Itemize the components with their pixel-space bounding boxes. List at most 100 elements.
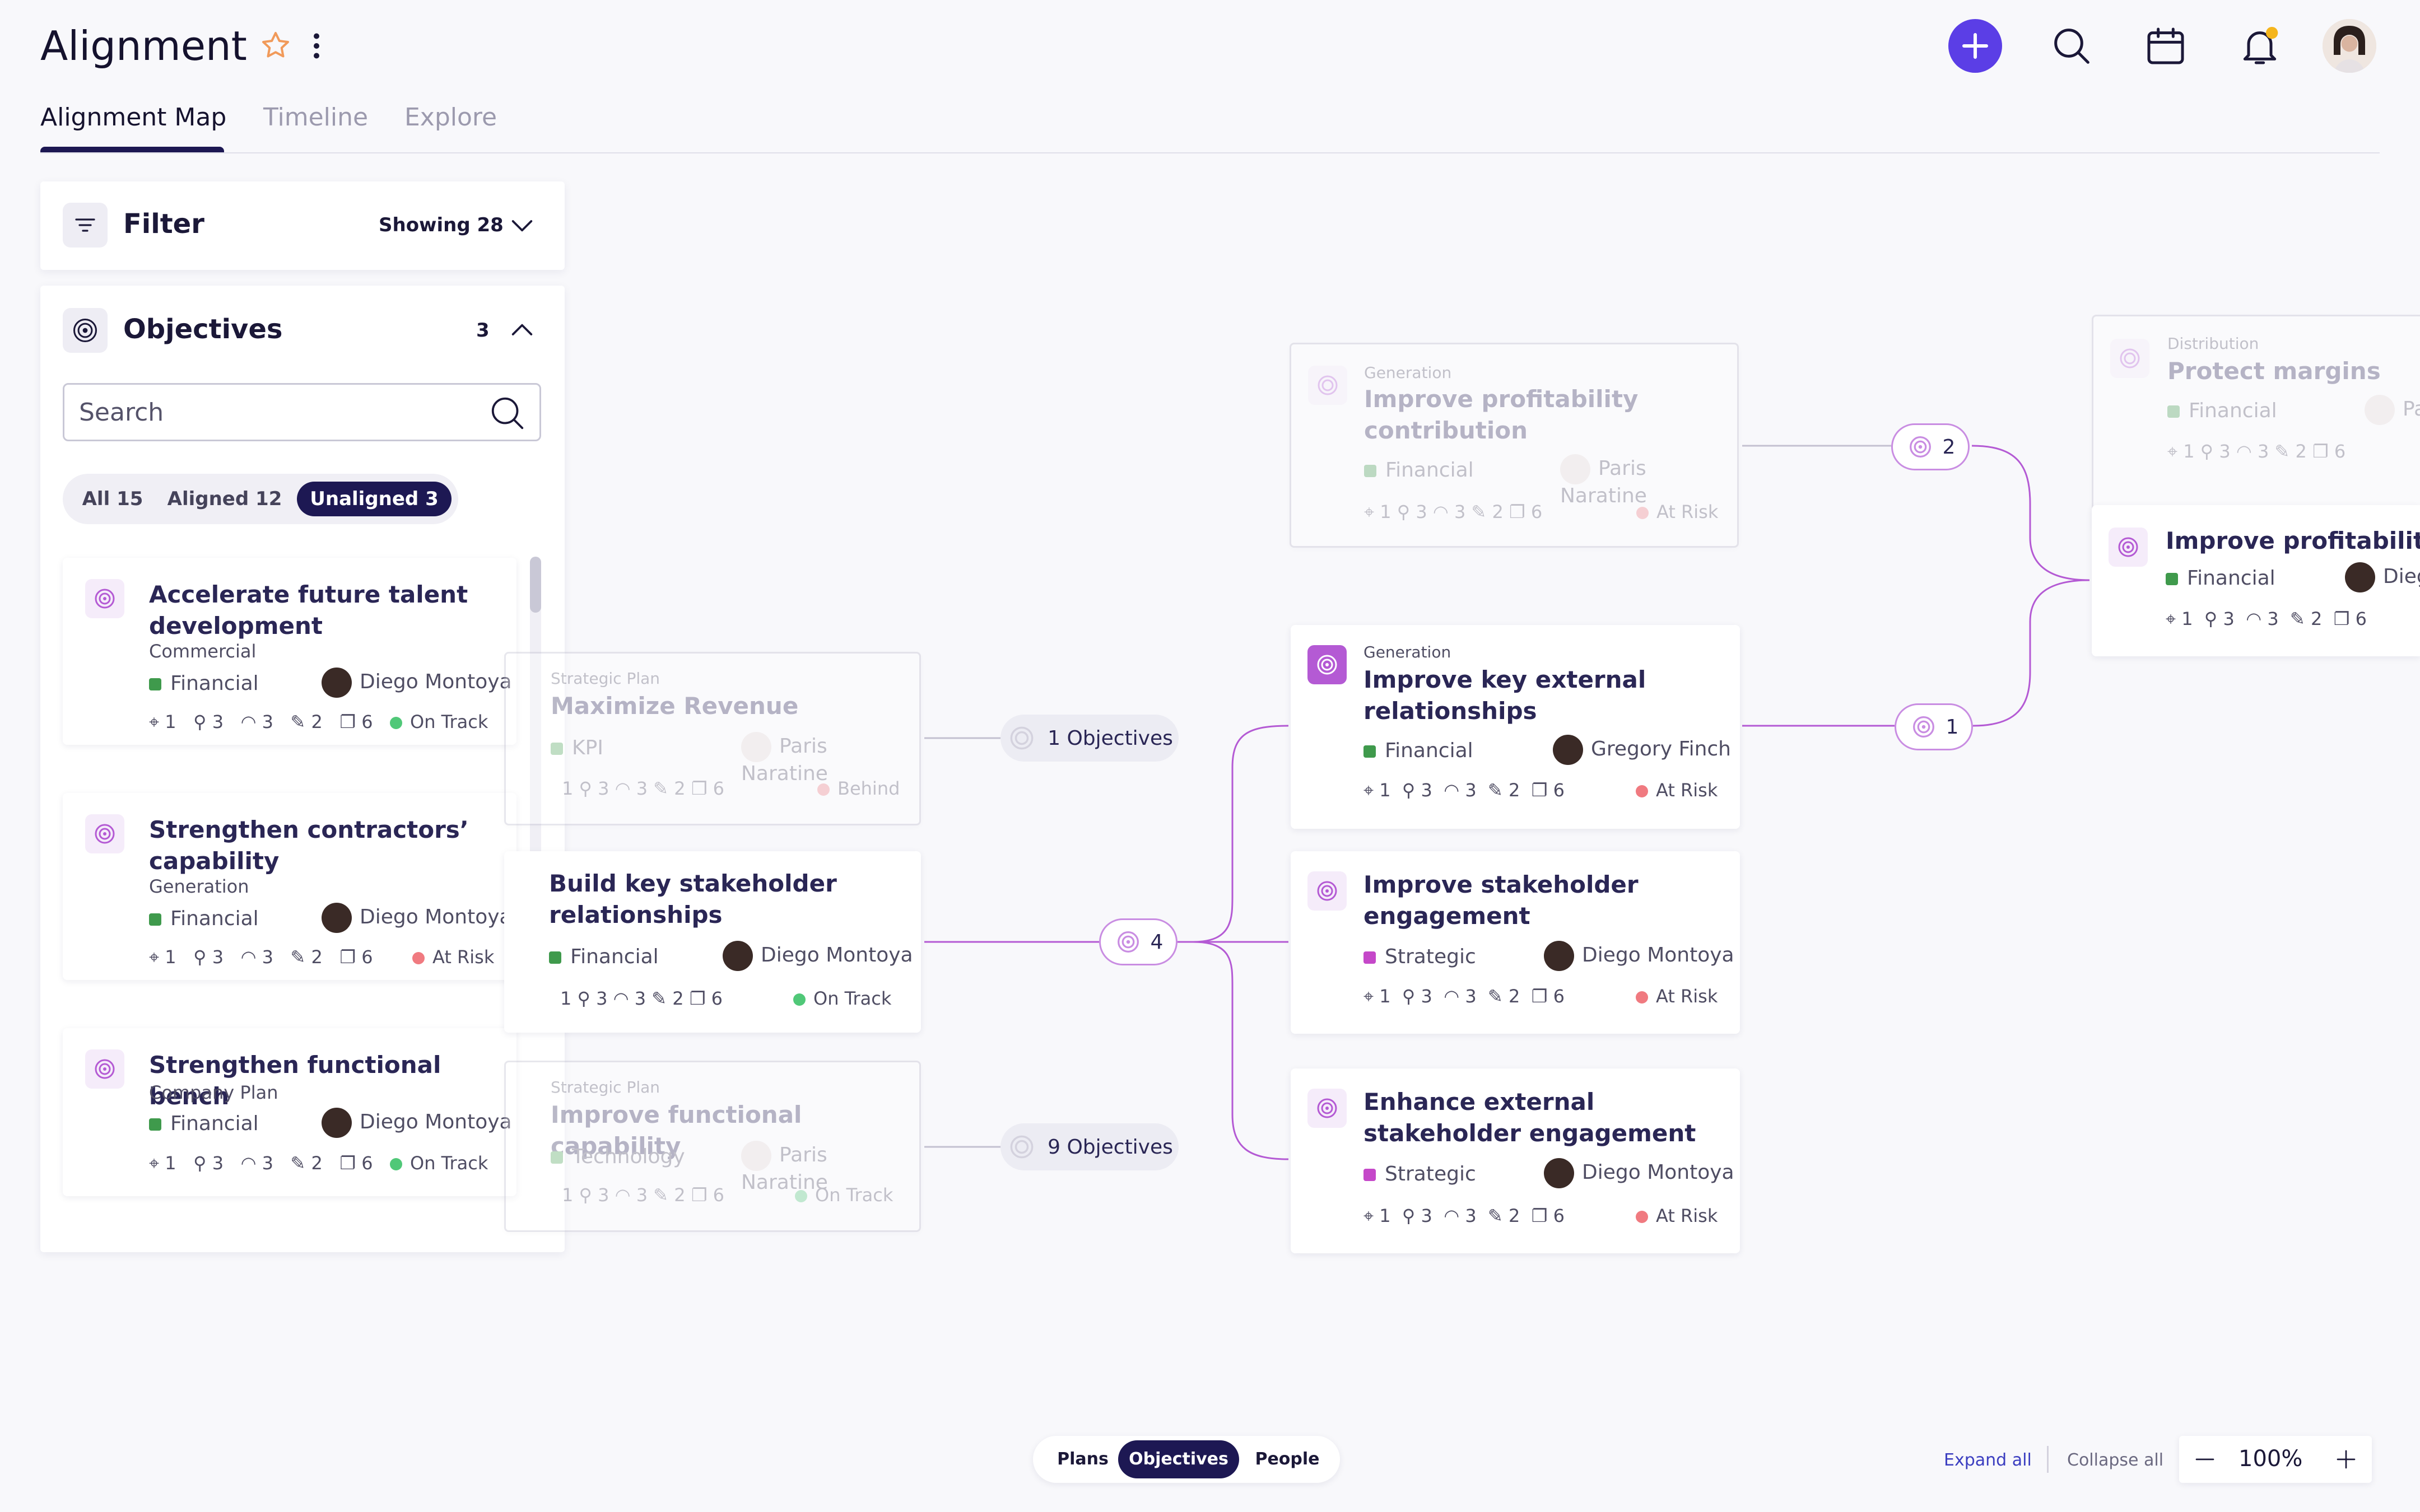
zoom-in-icon[interactable] xyxy=(2335,1448,2357,1471)
objective-title[interactable]: Accelerate future talent development xyxy=(149,581,468,640)
objective-plan: Generation xyxy=(1363,643,1451,661)
objective-title[interactable]: Improve stakeholder engagement xyxy=(1363,871,1639,930)
objective-card[interactable]: Generation Improve profitability contrib… xyxy=(1290,343,1739,548)
objective-card[interactable]: Strategic Plan Maximize Revenue KPI Pari… xyxy=(504,652,921,825)
stat-key-results: 1 xyxy=(562,1184,574,1206)
stat-progress: 3 xyxy=(1454,501,1466,522)
list-item[interactable]: Strengthen functional bench Company Plan… xyxy=(63,1028,516,1196)
page-title: Alignment xyxy=(40,22,247,69)
objectives-count-node[interactable]: 1 Objectives xyxy=(1000,715,1179,762)
list-scrollbar-track[interactable] xyxy=(530,557,541,887)
status-badge: At Risk xyxy=(1656,501,1719,522)
tab-alignment-map[interactable]: Alignment Map xyxy=(40,103,227,132)
strategic-tag-swatch xyxy=(1363,951,1376,964)
objective-title[interactable]: Improve key external relationships xyxy=(1363,666,1646,725)
chevron-up-icon[interactable] xyxy=(506,315,538,346)
header-divider xyxy=(40,152,2380,153)
alignment-node[interactable]: 2 xyxy=(1891,423,1970,470)
more-options-icon[interactable] xyxy=(308,29,325,63)
objective-title[interactable]: Maximize Revenue xyxy=(551,692,799,720)
objective-card[interactable]: Strategic Plan Improve functional capabi… xyxy=(504,1061,921,1232)
add-button[interactable] xyxy=(1948,19,2002,73)
alignment-node[interactable]: 4 xyxy=(1099,918,1178,965)
list-item[interactable]: Accelerate future talent development Com… xyxy=(63,558,516,745)
objectives-count-node[interactable]: 9 Objectives xyxy=(1000,1123,1179,1170)
objective-icon xyxy=(85,579,124,618)
status-badge: At Risk xyxy=(1656,986,1718,1007)
stat-documents: 6 xyxy=(361,946,373,968)
objective-plan: Strategic Plan xyxy=(551,669,660,688)
objective-owner: Gregory Finch xyxy=(1591,738,1731,760)
stat-documents: 6 xyxy=(1553,1205,1565,1226)
edit-icon: ✎ xyxy=(290,946,306,968)
strategic-tag-swatch xyxy=(1363,1169,1376,1181)
segment-all[interactable]: All 15 xyxy=(82,488,143,510)
objective-title[interactable]: Build key stakeholder relationships xyxy=(549,870,837,928)
search-icon[interactable] xyxy=(488,394,527,433)
target-icon xyxy=(1909,436,1931,458)
alignment-node[interactable]: 1 xyxy=(1895,703,1973,750)
stat-key-results: 1 xyxy=(1379,1205,1391,1226)
user-avatar[interactable] xyxy=(2323,19,2376,73)
stat-documents: 6 xyxy=(2355,608,2367,629)
gauge-icon: ◠ xyxy=(240,946,257,968)
objective-icon xyxy=(1307,871,1347,911)
status-badge: Behind xyxy=(837,778,900,799)
objective-plan: Generation xyxy=(149,876,249,897)
segment-unaligned[interactable]: Unaligned 3 xyxy=(297,482,452,516)
edit-icon: ✎ xyxy=(290,711,306,732)
objective-tag: Financial xyxy=(1385,459,1474,482)
search-input[interactable] xyxy=(79,398,471,427)
view-objectives[interactable]: Objectives xyxy=(1118,1440,1239,1478)
objective-card[interactable]: Enhance external stakeholder engagement … xyxy=(1291,1068,1740,1253)
objective-card[interactable]: Distribution Protect margins Financial P… xyxy=(2092,315,2420,531)
expand-all-link[interactable]: Expand all xyxy=(1944,1450,2032,1470)
list-item[interactable]: Strengthen contractors’ capability Gener… xyxy=(63,793,516,980)
calendar-icon[interactable] xyxy=(2143,24,2188,68)
edit-icon: ✎ xyxy=(290,1152,306,1174)
status-badge: On Track xyxy=(813,988,892,1009)
key-results-icon: ⌖ xyxy=(149,1152,160,1174)
financial-tag-swatch xyxy=(2166,573,2178,585)
node-count: 9 xyxy=(1048,1135,1060,1159)
zoom-out-icon[interactable] xyxy=(2194,1448,2216,1471)
tab-timeline[interactable]: Timeline xyxy=(263,103,369,132)
stat-aligned: 3 xyxy=(1421,986,1432,1007)
collapse-all-link[interactable]: Collapse all xyxy=(2067,1450,2164,1470)
node-count: 1 xyxy=(1946,715,1959,739)
objective-card[interactable]: Build key stakeholder relationships Fina… xyxy=(504,851,921,1033)
objective-tag: Financial xyxy=(170,907,259,930)
stat-key-results: 1 xyxy=(165,946,176,968)
alignment-icon: ⚲ xyxy=(193,1152,207,1174)
segment-aligned[interactable]: Aligned 12 xyxy=(167,488,282,510)
stat-updates: 2 xyxy=(1509,780,1520,801)
stat-documents: 6 xyxy=(1553,780,1565,801)
chevron-down-icon[interactable] xyxy=(506,209,538,241)
objective-title[interactable]: Enhance external stakeholder engagement xyxy=(1363,1088,1696,1147)
objective-card[interactable]: Improve profitability Financial Dieg ⌖ 1… xyxy=(2092,505,2420,656)
notification-bell-icon[interactable] xyxy=(2237,24,2282,68)
owner-avatar xyxy=(741,1141,771,1171)
view-people[interactable]: People xyxy=(1255,1449,1320,1469)
star-icon[interactable] xyxy=(259,29,292,63)
objective-title[interactable]: Improve profitability contribution xyxy=(1364,385,1639,444)
target-icon xyxy=(1117,931,1139,953)
objective-title[interactable]: Improve profitability xyxy=(2166,527,2420,554)
stat-updates: 2 xyxy=(311,711,323,732)
search-icon[interactable] xyxy=(2049,24,2094,68)
objectives-panel: Objectives 3 All 15 Aligned 12 Unaligned… xyxy=(40,286,565,1252)
view-plans[interactable]: Plans xyxy=(1057,1449,1109,1469)
tab-explore[interactable]: Explore xyxy=(404,103,497,132)
stat-aligned: 3 xyxy=(1416,501,1427,522)
objective-title[interactable]: Protect margins xyxy=(2167,357,2381,385)
objective-owner: Diego Montoya xyxy=(360,1110,512,1133)
stat-documents: 6 xyxy=(361,711,373,732)
list-scrollbar-thumb[interactable] xyxy=(530,557,541,613)
objective-title[interactable]: Improve functional capability xyxy=(551,1101,802,1160)
objective-card[interactable]: Improve stakeholder engagement Strategic… xyxy=(1291,851,1740,1034)
financial-tag-swatch xyxy=(2167,405,2180,418)
status-dot xyxy=(412,952,425,964)
objective-title[interactable]: Strengthen functional bench xyxy=(149,1051,441,1110)
objective-title[interactable]: Strengthen contractors’ capability xyxy=(149,816,469,875)
objective-card-selected[interactable]: Generation Improve key external relation… xyxy=(1291,625,1740,829)
